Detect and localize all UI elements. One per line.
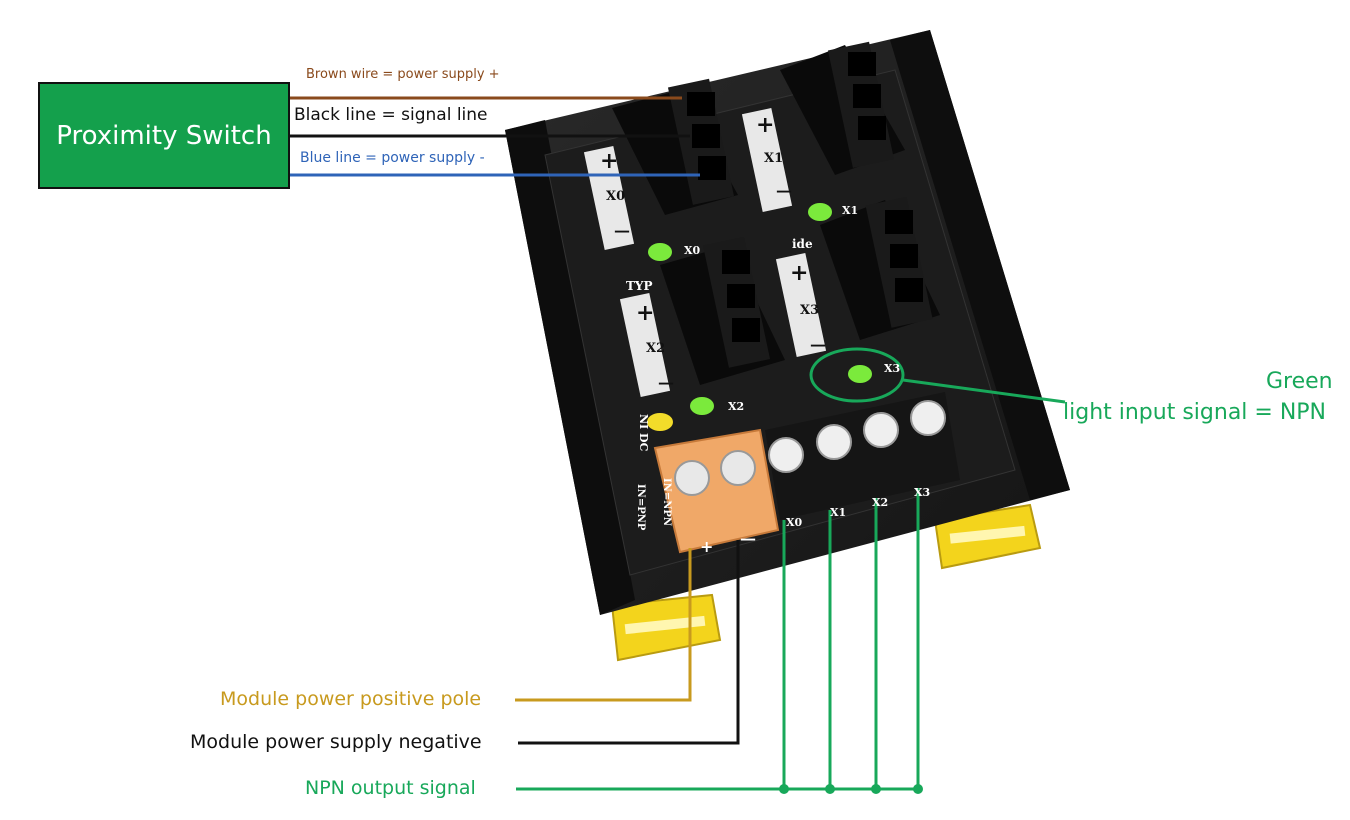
proximity-switch-label: Proximity Switch — [56, 120, 272, 151]
silk-print — [583, 107, 827, 398]
power-positive-wire — [515, 548, 692, 702]
power-positive-label: Module power positive pole — [220, 688, 482, 710]
silk-mode-pnp: IN=PNP — [635, 484, 646, 531]
brown-wire-label: Brown wire = power supply + — [306, 67, 500, 82]
silk-out-x0: X0 — [786, 516, 803, 529]
silk-plus-x3: + — [790, 260, 808, 286]
silk-ch-x0: X0 — [606, 189, 625, 204]
silk-plus-x1: + — [756, 112, 774, 138]
connector-x3 — [820, 196, 940, 340]
silk-minus-x2: — — [658, 373, 674, 392]
silk-ide: ide — [792, 237, 813, 251]
silk-mode-npn: IN=NPN — [661, 478, 672, 526]
npn-output-label: NPN output signal — [305, 777, 476, 799]
silk-ch-x2: X2 — [646, 341, 665, 356]
silk-led-x1: X1 — [842, 204, 858, 217]
silk-led-x2: X2 — [728, 400, 744, 413]
silk-ch-x1: X1 — [764, 151, 783, 166]
connector-x1 — [780, 41, 905, 175]
green-light-title: Green — [1266, 369, 1333, 394]
power-negative-label: Module power supply negative — [190, 731, 482, 753]
silk-typ: TYP — [626, 279, 653, 293]
power-terminal — [653, 428, 780, 554]
led-callout-circle — [809, 347, 905, 403]
silk-led-x0: X0 — [684, 244, 701, 257]
silk-minus-x3: — — [810, 335, 826, 354]
din-clip-right — [933, 503, 1042, 570]
led-indicators — [647, 203, 872, 431]
silk-minus-x1: — — [776, 181, 792, 200]
silk-pwr-minus: — — [740, 529, 756, 548]
connector-x0 — [612, 78, 738, 215]
silk-out-x1: X1 — [830, 506, 846, 519]
silk-led-x3: X3 — [884, 362, 900, 375]
silk-led-tag: NI DC — [637, 414, 650, 452]
black-wire-label: Black line = signal line — [294, 105, 488, 125]
npn-output-wires — [516, 488, 923, 794]
silk-plus-x2: + — [636, 300, 654, 326]
silk-ch-x3: X3 — [800, 303, 819, 318]
connector-x2 — [660, 236, 785, 385]
output-terminal — [765, 392, 960, 520]
silk-minus-x0: — — [614, 221, 630, 240]
silk-out-x3: X3 — [914, 486, 930, 499]
din-clip-left — [610, 593, 722, 662]
blue-wire-label: Blue line = power supply - — [300, 150, 485, 166]
power-negative-wire — [518, 540, 740, 745]
silk-plus-x0: + — [600, 148, 618, 174]
proximity-switch-block: Proximity Switch — [38, 82, 290, 189]
green-light-subtitle: light input signal = NPN — [1063, 400, 1327, 425]
led-callout-leader — [902, 378, 1066, 404]
silk-pwr-plus: + — [700, 537, 713, 556]
silk-out-x2: X2 — [872, 496, 888, 509]
